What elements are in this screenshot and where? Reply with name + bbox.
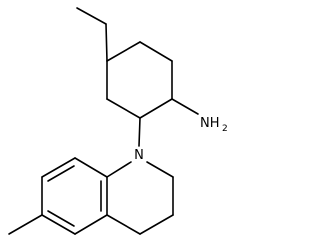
bond-c8-c7 <box>41 157 76 178</box>
bond-ch2-ch2-b <box>139 214 174 235</box>
saturated-ring <box>106 161 174 235</box>
chemical-structure-diagram: N NH 2 <box>8 7 228 235</box>
bond-n-ch2 <box>146 161 174 178</box>
nitrogen-atom-label: N <box>134 148 144 163</box>
bond-ethyl-ch2 <box>105 23 108 62</box>
bond-c8-c7-inner <box>47 165 75 182</box>
bond-methyl <box>8 214 43 235</box>
bond-cyclohexane-1 <box>106 41 141 62</box>
bond-ch2-aryl <box>106 214 141 235</box>
bond-c8a-c8 <box>74 157 108 178</box>
bond-cyclohexane-2 <box>139 41 173 62</box>
bond-ethyl-ch3 <box>76 7 107 25</box>
benzene-ring <box>41 157 132 235</box>
bond-n-c8a <box>106 161 132 178</box>
bond-c-n <box>138 117 141 147</box>
bond-c-nh2 <box>171 98 199 115</box>
bond-c6-c5 <box>41 214 76 235</box>
amine-label: NH 2 <box>200 116 228 134</box>
bond-c6-c5-inner <box>47 210 75 227</box>
bond-cyclohexane-5 <box>106 98 141 119</box>
amine-subscript-label: 2 <box>222 124 228 134</box>
cyclohexane-ring <box>106 41 173 119</box>
amine-atom-label: NH <box>200 116 220 131</box>
bond-c5-c4a <box>74 214 108 235</box>
ethyl-group <box>76 7 108 62</box>
bond-cyclohexane-4 <box>139 98 173 119</box>
